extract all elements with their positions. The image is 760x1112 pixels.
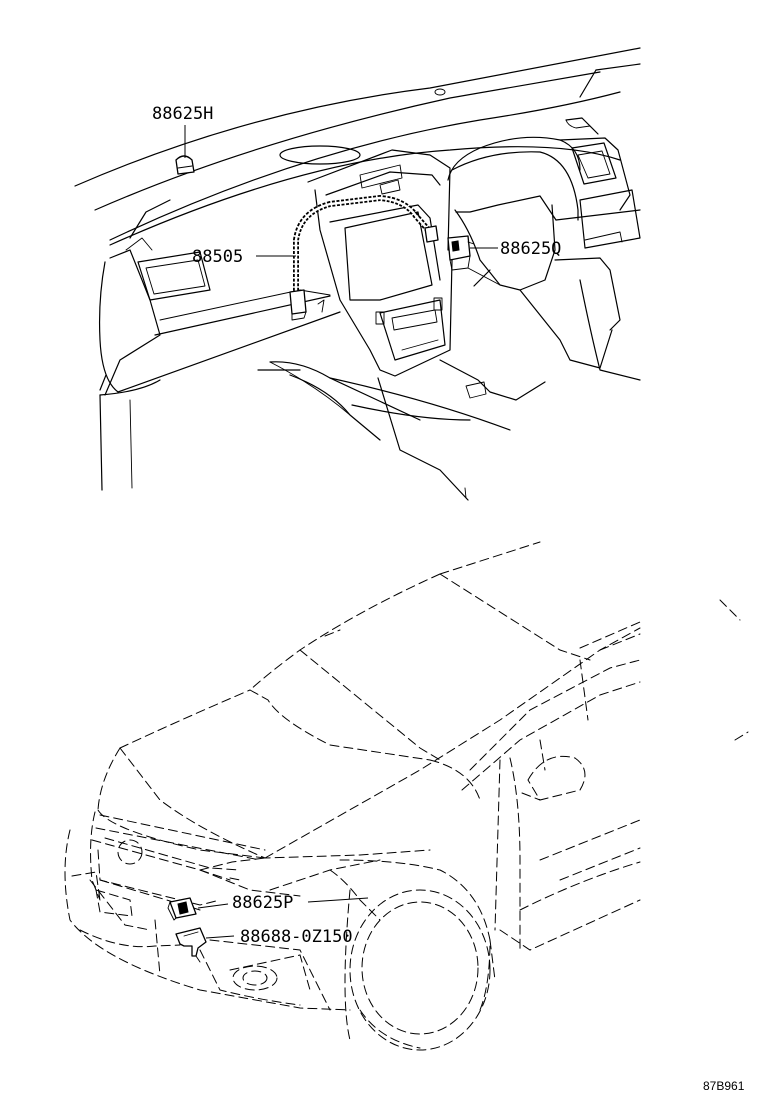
- label-88688-0Z150: 88688-0Z150: [240, 927, 353, 947]
- leader-88625P: [197, 903, 229, 909]
- label-88625P: 88625P: [232, 893, 293, 913]
- illustration-code: 87B961: [703, 1079, 745, 1093]
- label-88505: 88505: [192, 247, 243, 267]
- dashboard-illustration: [74, 47, 641, 501]
- label-88625Q: 88625Q: [500, 239, 561, 259]
- leader-88625P-end: [307, 897, 369, 903]
- label-88625H: 88625H: [152, 104, 213, 124]
- car-front-illustration: [64, 541, 749, 1051]
- leader-88688: [205, 935, 235, 939]
